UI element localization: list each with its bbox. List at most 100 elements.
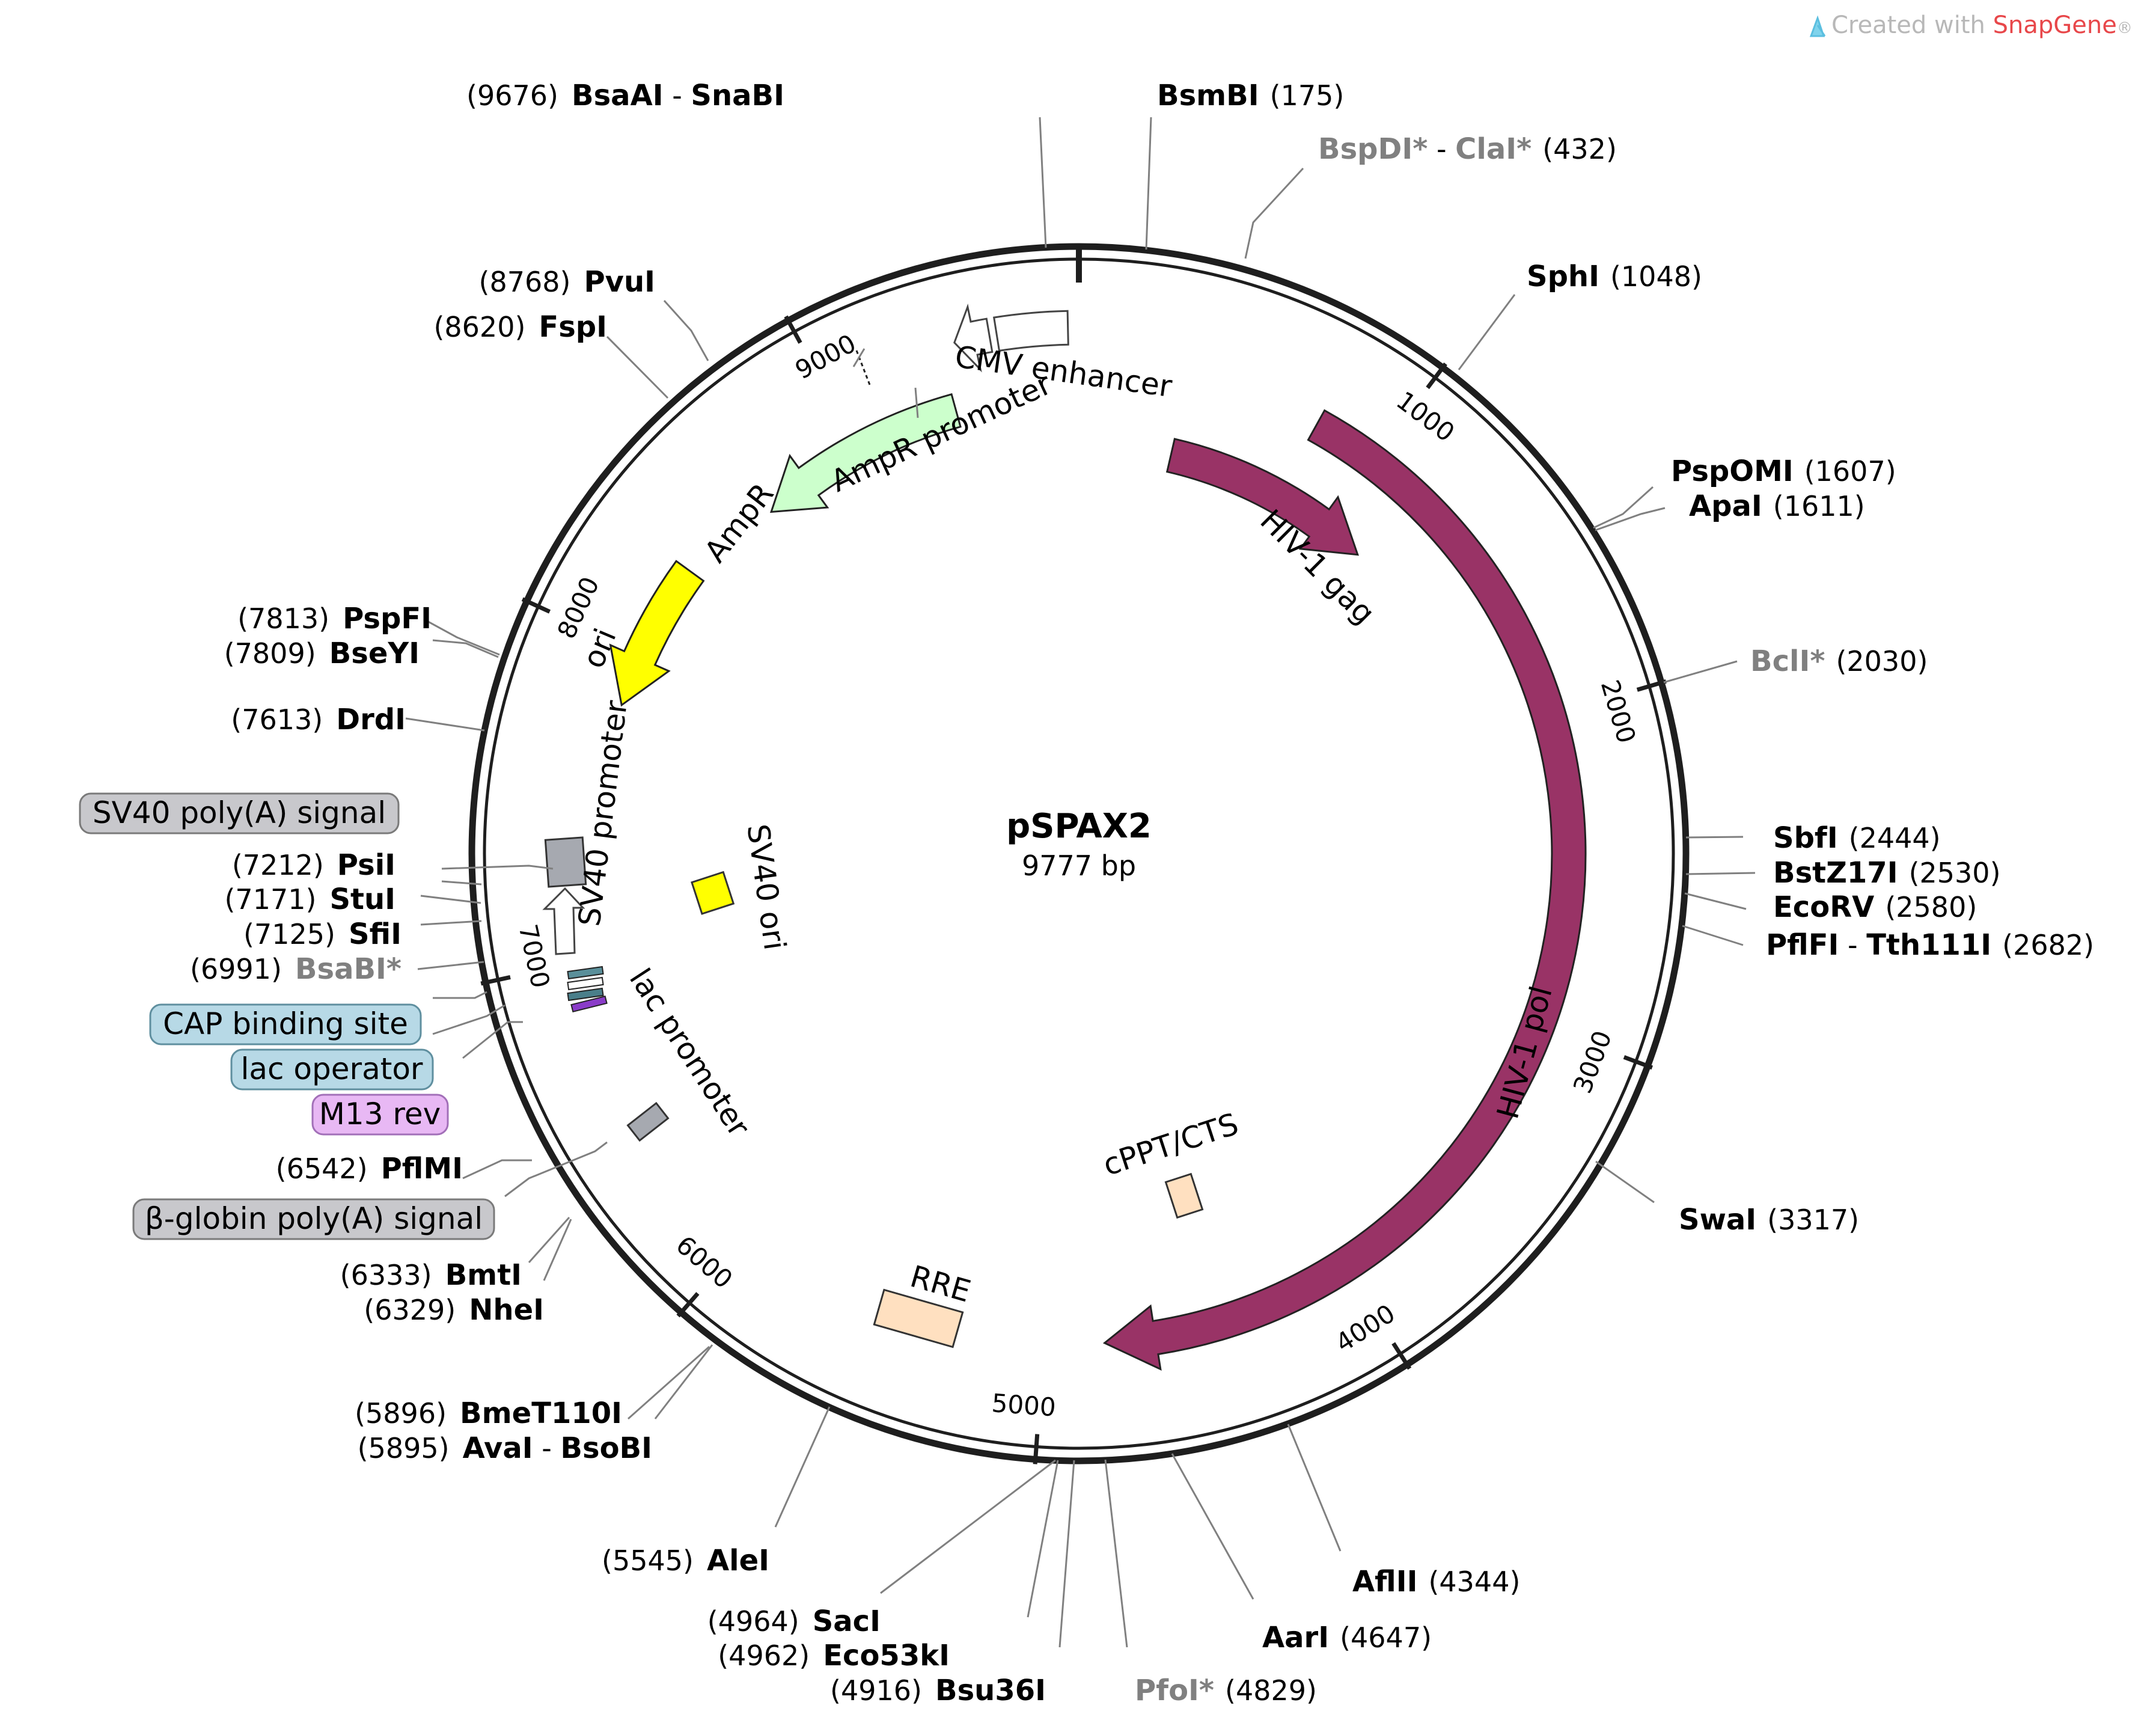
site-nhei[interactable]: (6329)NheI bbox=[364, 1293, 544, 1327]
tick-6000 bbox=[676, 1292, 700, 1318]
site-enzyme-name: PsiI bbox=[337, 848, 395, 882]
site-enzyme-name: BclI* bbox=[1750, 644, 1825, 678]
site-bcli[interactable]: BclI* (2030) bbox=[1750, 644, 1928, 678]
cap-binding-site-tag[interactable]: CAP binding site bbox=[149, 1003, 422, 1045]
site-saci[interactable]: (4964)SacI bbox=[707, 1605, 881, 1638]
site-position: (432) bbox=[1542, 133, 1617, 165]
site-position: (8620) bbox=[433, 311, 525, 343]
site-bsu36i[interactable]: (4916)Bsu36I bbox=[830, 1674, 1046, 1707]
hiv-gag-arrow[interactable] bbox=[1165, 438, 1359, 556]
tick-label-7000: 7000 bbox=[513, 922, 556, 991]
tick-1000 bbox=[1426, 362, 1447, 390]
site-aari[interactable]: AarI(4647) bbox=[1262, 1621, 1432, 1654]
site-bspdi-clai[interactable]: BspDI* - ClaI*(432) bbox=[1318, 132, 1617, 166]
site-enzyme-name: SphI bbox=[1527, 260, 1599, 293]
site-drdi[interactable]: (7613)DrdI bbox=[231, 703, 406, 736]
site-sbfi[interactable]: SbfI(2444) bbox=[1773, 821, 1941, 855]
site-bsabi[interactable]: (6991)BsaBI* bbox=[190, 952, 402, 986]
site-pfoi[interactable]: PfoI*(4829) bbox=[1135, 1674, 1317, 1707]
site-aflii[interactable]: AflII(4344) bbox=[1352, 1565, 1520, 1599]
site-position: (2030) bbox=[1836, 645, 1928, 678]
sv40-ori-block[interactable] bbox=[691, 871, 735, 915]
site-pvui[interactable]: (8768)PvuI bbox=[479, 265, 655, 299]
site-bseyi[interactable]: (7809)BseYI bbox=[224, 637, 420, 670]
site-bmet110i[interactable]: (5896) BmeT110I bbox=[355, 1397, 622, 1430]
site-position: (2682) bbox=[2002, 929, 2094, 961]
hiv-pol-label: HIV-1 pol bbox=[1490, 982, 1559, 1122]
site-eco53ki[interactable]: (4962) Eco53kI bbox=[718, 1639, 950, 1673]
site-position: (7125) bbox=[243, 918, 335, 950]
site-position: (5545) bbox=[602, 1544, 694, 1577]
cmv-enhancer-box[interactable] bbox=[992, 310, 1069, 352]
lac-operator-tag-label: lac operator bbox=[241, 1051, 423, 1086]
site-enzyme-name: Tth111I bbox=[1866, 928, 1991, 962]
site-apai[interactable]: ApaI(1611) bbox=[1689, 489, 1865, 523]
site-enzyme-name: SacI bbox=[813, 1605, 881, 1638]
site-sphi[interactable]: SphI(1048) bbox=[1527, 260, 1702, 293]
site-position: (4647) bbox=[1340, 1621, 1432, 1654]
site-enzyme-name: BstZ17I bbox=[1773, 856, 1898, 890]
site-position: (6542) bbox=[276, 1152, 368, 1185]
leader-lines bbox=[405, 117, 1756, 1648]
site-psii[interactable]: (7212)PsiI bbox=[232, 848, 395, 882]
site-bsaai-snabi[interactable]: (9676)BsaAI - SnaBI bbox=[466, 79, 784, 112]
site-pflmi[interactable]: (6542) PflMI bbox=[276, 1152, 463, 1186]
site-enzyme-name: BsaAI bbox=[572, 79, 664, 112]
site-pflfi-tth111i[interactable]: PflFI - Tth111I(2682) bbox=[1766, 928, 2094, 962]
ampr-arrow[interactable] bbox=[769, 393, 962, 513]
site-enzyme-name: PflFI bbox=[1766, 928, 1839, 962]
site-enzyme-name: BsmBI bbox=[1157, 79, 1259, 112]
site-enzyme-name: PflMI bbox=[381, 1152, 463, 1186]
site-enzyme-name: BmeT110I bbox=[460, 1397, 622, 1430]
lac-operator-tag[interactable]: lac operator bbox=[230, 1048, 434, 1091]
site-stui[interactable]: (7171)StuI bbox=[224, 883, 395, 916]
site-position: (7613) bbox=[231, 703, 323, 736]
sv40-polya-tag[interactable]: SV40 poly(A) signal bbox=[79, 792, 400, 834]
site-pspfi[interactable]: (7813)PspFI bbox=[237, 602, 432, 635]
bglobin-polya-tag[interactable]: β-globin poly(A) signal bbox=[132, 1198, 495, 1240]
plasmid-title: pSPAX2 9777 bp bbox=[1006, 807, 1152, 882]
site-position: (2580) bbox=[1885, 891, 1977, 923]
site-bsmbi[interactable]: BsmBI (175) bbox=[1157, 79, 1344, 112]
site-avai-bsobi[interactable]: (5895)AvaI - BsoBI bbox=[358, 1431, 652, 1465]
site-enzyme-name: BsaBI* bbox=[295, 952, 402, 986]
ampr-promoter-arrow[interactable] bbox=[953, 303, 994, 373]
m13-rev-tag[interactable]: M13 rev bbox=[311, 1094, 449, 1136]
m13-rev-tag-label: M13 rev bbox=[319, 1097, 441, 1131]
hiv-pol-arrow[interactable] bbox=[1102, 409, 1587, 1371]
site-enzyme-name: ApaI bbox=[1689, 489, 1762, 523]
site-position: (4829) bbox=[1225, 1674, 1317, 1707]
bglobin-polya-block[interactable] bbox=[626, 1101, 670, 1142]
site-position: (175) bbox=[1270, 79, 1345, 112]
ori-arrow[interactable] bbox=[609, 560, 705, 707]
branding-suffix: ® bbox=[2117, 19, 2133, 37]
plasmid-name: pSPAX2 bbox=[1006, 807, 1152, 846]
site-position: (5896) bbox=[355, 1397, 447, 1430]
tick-label-5000: 5000 bbox=[991, 1388, 1057, 1422]
site-swai[interactable]: SwaI(3317) bbox=[1679, 1203, 1859, 1237]
site-position: (7813) bbox=[237, 602, 329, 635]
sv40-promoter-arrow[interactable] bbox=[542, 887, 585, 955]
tick-label-6000: 6000 bbox=[670, 1230, 738, 1294]
cap-binding-site-tag-label: CAP binding site bbox=[163, 1006, 408, 1041]
rre-block[interactable] bbox=[873, 1288, 964, 1348]
svg-text:Created with SnapGene®: Created with SnapGene® bbox=[1831, 11, 2133, 39]
site-alei[interactable]: (5545)AleI bbox=[602, 1544, 769, 1578]
site-bmti[interactable]: (6333)BmtI bbox=[340, 1258, 522, 1292]
site-position: (4916) bbox=[830, 1674, 922, 1707]
tick-5000 bbox=[1033, 1434, 1040, 1464]
site-fspi[interactable]: (8620)FspI bbox=[433, 310, 607, 344]
site-enzyme-name: Eco53kI bbox=[823, 1639, 950, 1673]
sv40-polya-block[interactable] bbox=[544, 836, 587, 888]
site-sfii[interactable]: (7125)SfiI bbox=[243, 917, 402, 951]
site-pspomi[interactable]: PspOMI(1607) bbox=[1671, 454, 1896, 488]
cppt-cts-block[interactable] bbox=[1164, 1172, 1204, 1219]
site-position: (4962) bbox=[718, 1639, 810, 1672]
cap-lac-m13-stack[interactable] bbox=[567, 966, 608, 1013]
sv40-polya-tag-label: SV40 poly(A) signal bbox=[93, 795, 386, 830]
tick-label-3000: 3000 bbox=[1568, 1027, 1617, 1097]
site-bstz17i[interactable]: BstZ17I(2530) bbox=[1773, 856, 2001, 890]
site-enzyme-name: PvuI bbox=[584, 265, 656, 299]
site-ecorv[interactable]: EcoRV(2580) bbox=[1773, 890, 1977, 924]
